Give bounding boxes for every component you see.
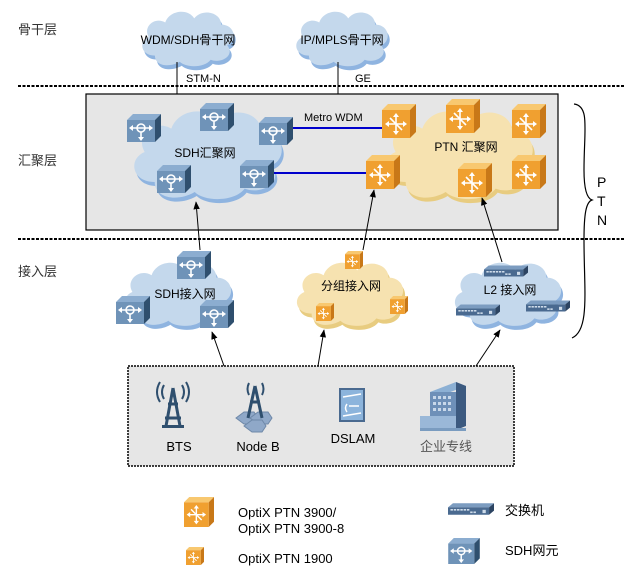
sdh-access-label: SDH接入网 [154, 286, 215, 301]
stm-n-label: STM-N [186, 73, 221, 85]
switch-icon [484, 265, 528, 277]
ptn-3900-icon [382, 104, 416, 138]
sdh-ne-icon [177, 251, 211, 279]
legend-ptn-3900-label-line2: OptiX PTN 3900-8 [238, 521, 344, 536]
device-label-enterprise: 企业专线 [420, 439, 472, 454]
ptn-1900-icon [345, 251, 363, 269]
layer-label-aggregation: 汇聚层 [18, 153, 57, 168]
l2-access-label: L2 接入网 [484, 282, 537, 297]
sdh-aggregation-label: SDH汇聚网 [174, 146, 235, 160]
ptn-3900-icon [512, 104, 546, 138]
device-label-node-b: Node B [236, 439, 279, 454]
ptn-3900-icon [366, 155, 400, 189]
device-label-bts: BTS [166, 439, 192, 454]
sdh-ne-icon [157, 165, 191, 193]
l2-access-cloud: L2 接入网 [454, 262, 564, 330]
packet-access-label: 分组接入网 [321, 278, 381, 293]
ptn-brace-letter-t: T [597, 193, 606, 209]
ptn-brace [571, 103, 594, 339]
legend-ptn-1900-label: OptiX PTN 1900 [238, 551, 333, 566]
arrow-nodeb-to-packet-access [317, 329, 326, 367]
cell-tower-icon [156, 381, 190, 428]
sdh-ne-icon [259, 117, 293, 145]
ptn-3900-icon [512, 155, 546, 189]
ptn-1900-icon [316, 303, 334, 321]
layer-label-access: 接入层 [18, 264, 57, 279]
arrow-packet-access-to-ptn [362, 189, 376, 251]
device-label-dslam: DSLAM [331, 431, 376, 446]
ptn-1900-icon [390, 296, 408, 314]
nodeb-tower-icon [235, 382, 273, 433]
legend-sdh-ne-icon [448, 538, 480, 564]
arrow-sdh-access-to-aggregation [193, 201, 201, 251]
arrow-l2-access-to-ptn [481, 197, 503, 263]
ptn-brace-letter-n: N [597, 212, 607, 228]
ge-label: GE [355, 73, 371, 85]
switch-icon [526, 300, 570, 312]
ptn-aggregation-cloud: PTN 汇聚网 [385, 111, 535, 204]
backbone-cloud-ip-mpls: IP/MPLS骨干网 [296, 11, 390, 71]
legend-sdh-ne-label: SDH网元 [505, 543, 558, 558]
dslam-icon [339, 388, 365, 422]
legend-ptn-3900-label-line1: OptiX PTN 3900/ [238, 505, 337, 520]
metro-wdm-label: Metro WDM [304, 112, 363, 124]
sdh-ne-icon [240, 160, 274, 188]
ptn-aggregation-label: PTN 汇聚网 [434, 140, 497, 154]
switch-icon [456, 304, 500, 316]
legend-ptn-1900-icon [186, 547, 204, 565]
ptn-3900-icon [446, 99, 480, 133]
backbone-cloud-wdm-sdh-label: WDM/SDH骨干网 [141, 33, 236, 47]
legend-switch-icon [448, 503, 494, 515]
layer-label-backbone: 骨干层 [18, 22, 57, 37]
legend: OptiX PTN 3900/ OptiX PTN 3900-8 OptiX P… [184, 497, 558, 566]
arrow-bts-to-sdh-access [211, 331, 225, 367]
enterprise-building-icon [420, 382, 466, 431]
legend-switch-label: 交换机 [505, 503, 544, 518]
sdh-ne-icon [200, 103, 234, 131]
packet-access-cloud: 分组接入网 [296, 262, 406, 330]
backbone-cloud-ip-mpls-label: IP/MPLS骨干网 [300, 33, 383, 47]
sdh-ne-icon [116, 296, 150, 324]
backbone-cloud-wdm-sdh: WDM/SDH骨干网 [141, 11, 236, 71]
ptn-3900-icon [458, 163, 492, 197]
arrow-enterprise-to-l2-access [475, 329, 501, 367]
sdh-aggregation-cloud: SDH汇聚网 [134, 111, 284, 204]
ptn-brace-letter-p: P [597, 174, 606, 190]
sdh-ne-icon [200, 300, 234, 328]
sdh-access-cloud: SDH接入网 [124, 262, 234, 330]
legend-ptn-3900-icon [184, 497, 214, 527]
sdh-ne-icon [127, 114, 161, 142]
